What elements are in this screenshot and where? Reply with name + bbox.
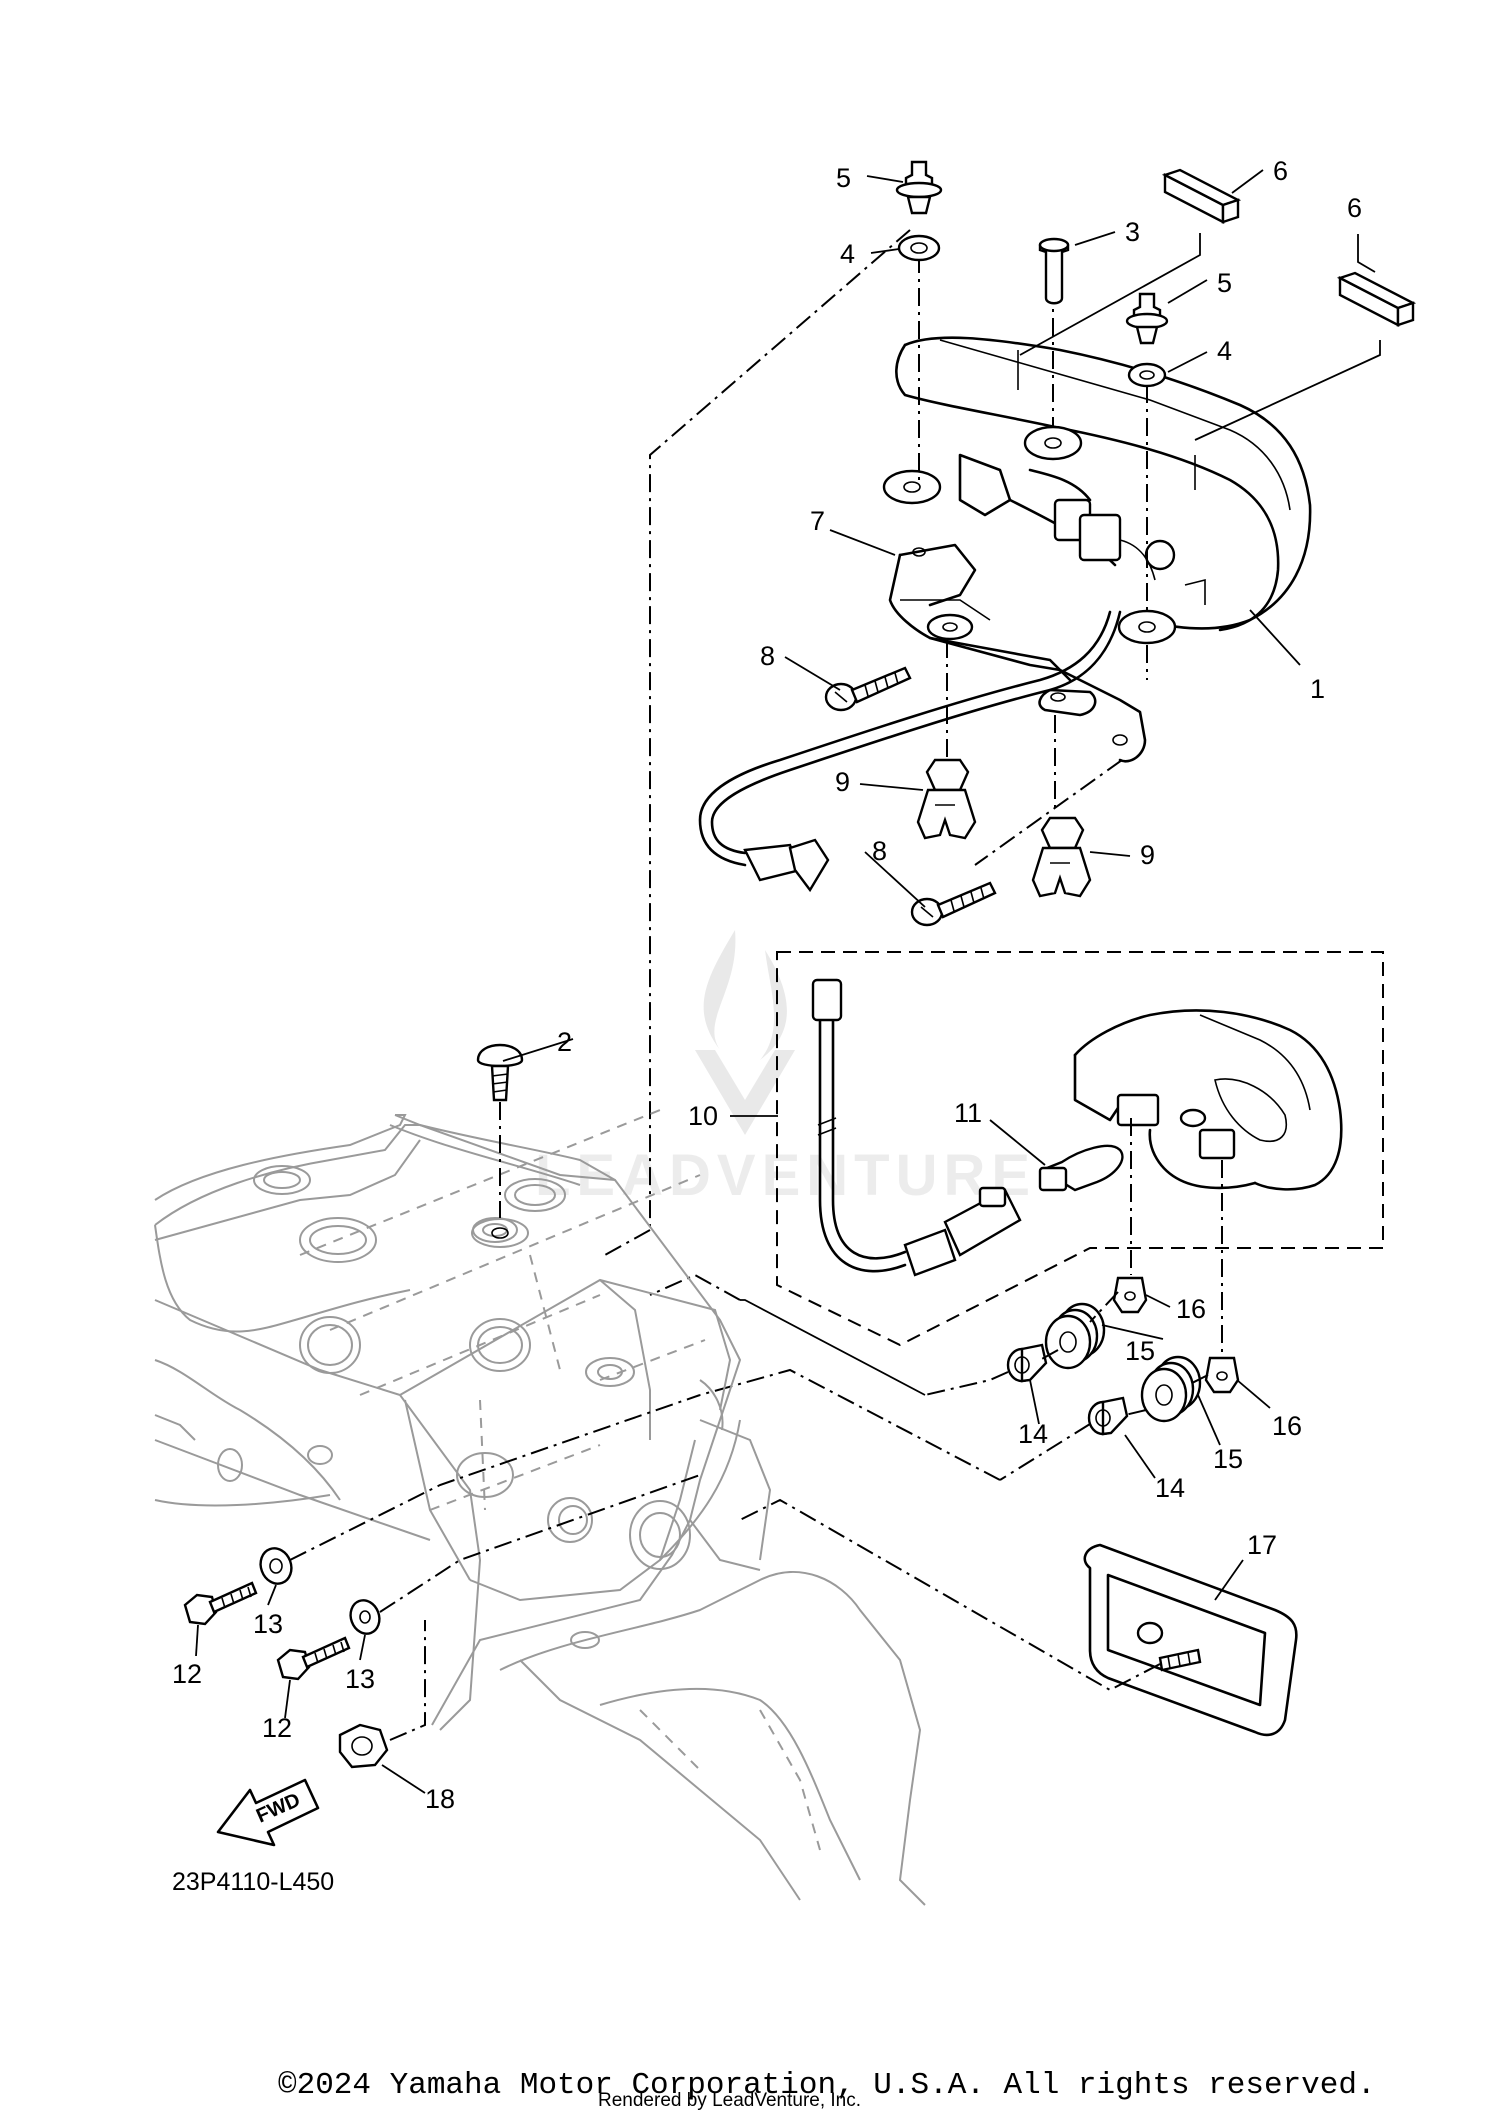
part-5-clip-left <box>895 160 943 215</box>
part-9-nut-upper <box>916 758 977 840</box>
part-18-nut <box>338 1723 389 1769</box>
fwd-arrow-icon: FWD <box>216 1778 320 1847</box>
upper-guide-lines <box>604 229 1381 1256</box>
watermark-text: LEADVENTURE <box>535 1143 1036 1208</box>
part-16-nut-b <box>1204 1356 1240 1394</box>
part-6-pad-left <box>1161 168 1242 224</box>
part-8-screw-upper <box>824 666 912 712</box>
callout-13-lower: 13 <box>345 1664 375 1694</box>
callout-4-lower: 4 <box>1217 336 1232 366</box>
callout-17: 17 <box>1247 1530 1277 1560</box>
watermark-logo: LEADVENTURE <box>535 930 1036 1208</box>
lower-guide-lines <box>649 1273 1209 1481</box>
callout-12-lower: 12 <box>262 1713 292 1743</box>
callout-14-upper: 14 <box>1018 1419 1048 1449</box>
callout-leaders <box>195 169 1376 1794</box>
part-4-washer-left <box>897 234 941 262</box>
part-14-grommet-a <box>1006 1343 1048 1383</box>
part-9-nut-lower <box>1031 816 1092 898</box>
tail-light-assembly <box>882 336 1312 645</box>
part-3-grommet <box>1038 237 1070 305</box>
part-4-washer-right <box>1127 362 1167 388</box>
callout-14-lower: 14 <box>1155 1473 1185 1503</box>
callout-9-upper: 9 <box>835 767 850 797</box>
callout-16-lower: 16 <box>1272 1411 1302 1441</box>
fastener-guide-lines <box>289 1394 701 1741</box>
tail-light-wire <box>698 610 1122 893</box>
copyright-notice: ©2024 Yamaha Motor Corporation, U.S.A. A… <box>278 2068 1376 2103</box>
callout-5-lower: 5 <box>1217 268 1232 298</box>
callout-13-upper: 13 <box>253 1609 283 1639</box>
part-17-reflector <box>739 1498 1298 1737</box>
callout-18: 18 <box>425 1784 455 1814</box>
part-8-screw-lower <box>910 881 997 927</box>
callout-6-upper: 6 <box>1273 156 1288 186</box>
callout-9-lower: 9 <box>1140 840 1155 870</box>
callout-6-lower: 6 <box>1347 193 1362 223</box>
callout-7: 7 <box>810 506 825 536</box>
callout-10: 10 <box>688 1101 718 1131</box>
license-light-group <box>776 951 1384 1355</box>
callout-4-upper: 4 <box>840 239 855 269</box>
callout-2: 2 <box>557 1027 572 1057</box>
callout-15-lower: 15 <box>1213 1444 1243 1474</box>
part-16-nut-a <box>1112 1276 1148 1314</box>
callout-1: 1 <box>1310 674 1325 704</box>
diagram-code: 23P4110-L450 <box>172 1868 334 1896</box>
fwd-label: FWD <box>253 1789 304 1828</box>
callout-12-upper: 12 <box>172 1659 202 1689</box>
part-13-washer-lower <box>349 1599 381 1635</box>
part-15-damper-b <box>1140 1355 1202 1423</box>
part-13-washer-upper <box>259 1547 293 1585</box>
tail-light-bracket <box>888 543 1147 763</box>
callout-5-upper: 5 <box>836 163 851 193</box>
part-12-bolt-lower <box>276 1636 351 1681</box>
part-15-damper-a <box>1044 1302 1106 1370</box>
part-5-clip-right <box>1125 292 1169 345</box>
part-2-trim-clip <box>471 1043 529 1248</box>
callout-8-lower: 8 <box>872 836 887 866</box>
callout-16-upper: 16 <box>1176 1294 1206 1324</box>
rendered-by-note: Rendered by LeadVenture, Inc. <box>598 2090 862 2111</box>
callout-numbers: 5 4 3 5 4 6 6 7 1 8 9 8 9 2 10 11 16 15 … <box>172 156 1362 1814</box>
callout-11: 11 <box>954 1098 982 1128</box>
part-12-bolt-upper <box>183 1581 258 1626</box>
callout-15-upper: 15 <box>1125 1336 1155 1366</box>
callout-8-upper: 8 <box>760 641 775 671</box>
part-14-grommet-b <box>1087 1396 1129 1436</box>
rear-fender-body <box>154 1109 926 1906</box>
part-6-pad-right <box>1336 271 1417 327</box>
callout-3: 3 <box>1125 217 1140 247</box>
